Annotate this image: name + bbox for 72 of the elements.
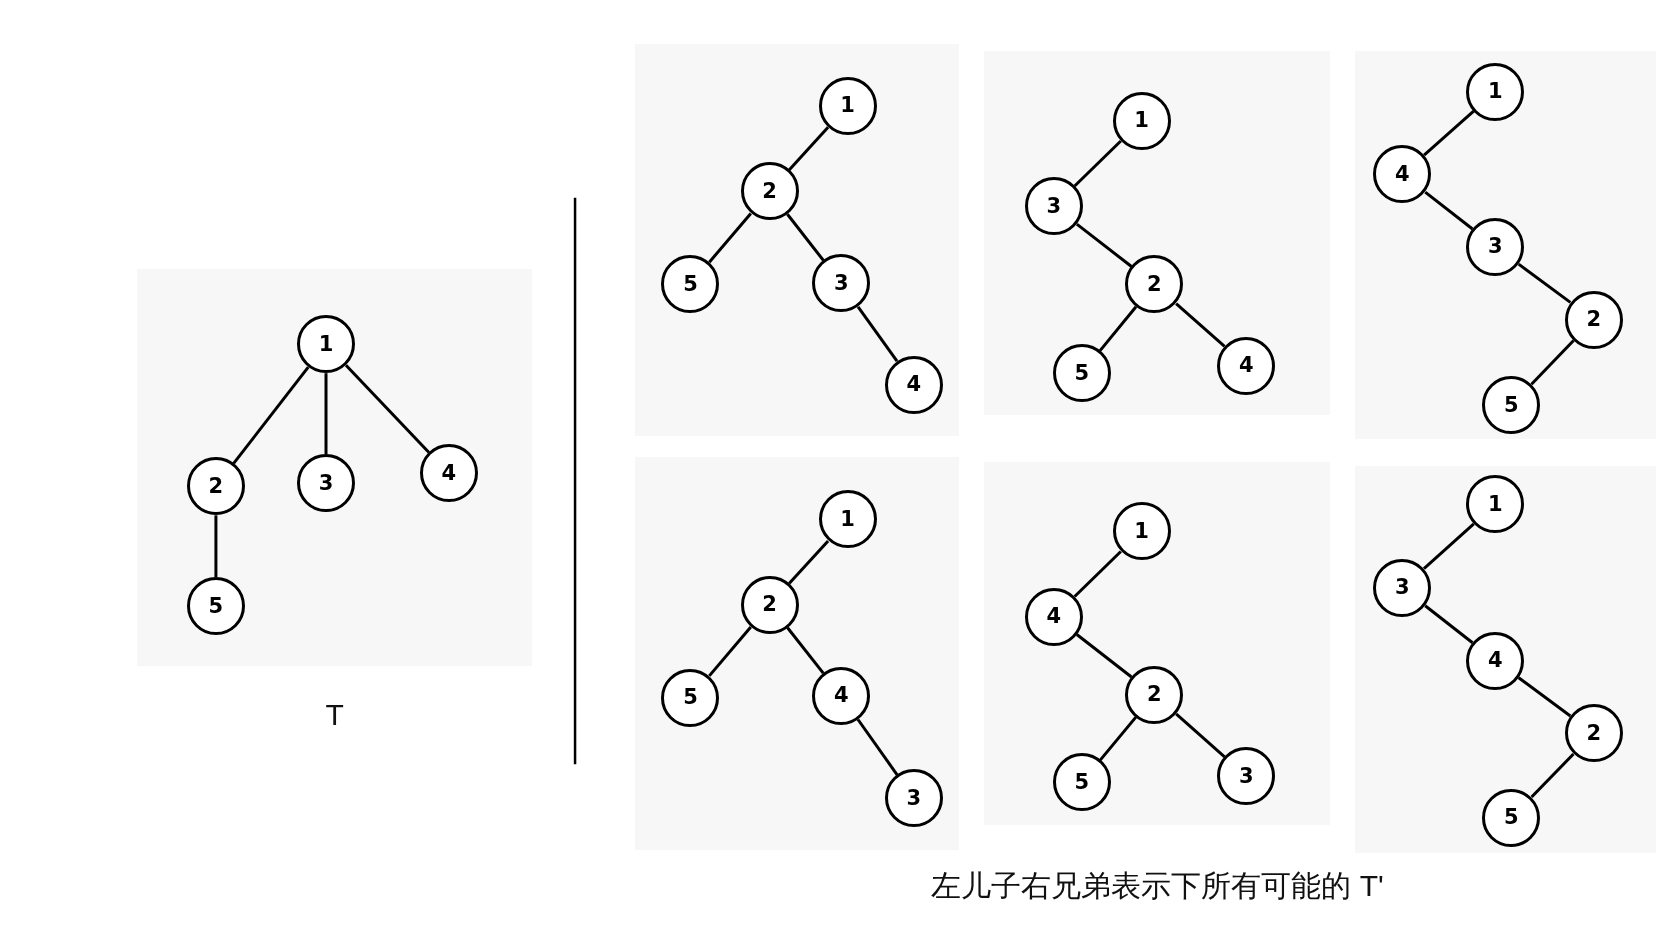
node-circle: 1 — [1112, 91, 1171, 150]
node-circle: 2 — [1125, 255, 1184, 314]
panel-caption: T — [325, 697, 344, 731]
edge-line — [856, 718, 899, 776]
node-circle: 1 — [818, 490, 877, 549]
edge-line — [708, 212, 752, 264]
caption: 左儿子右兄弟表示下所有可能的 T' — [931, 868, 1384, 902]
edge-line — [232, 366, 310, 465]
edge-line — [1075, 222, 1133, 268]
node-circle: 3 — [1373, 558, 1432, 617]
tree-panel — [634, 457, 959, 850]
node-circle: 1 — [1112, 502, 1171, 561]
edge-line — [708, 626, 752, 677]
node-circle: 4 — [884, 355, 943, 414]
node-circle: 5 — [661, 668, 720, 727]
tree-panel — [984, 51, 1330, 415]
node-circle: 3 — [812, 254, 871, 313]
node-circle: 5 — [1052, 344, 1111, 402]
tree-panel — [634, 43, 959, 437]
node-circle: 3 — [884, 769, 943, 828]
node-circle: 3 — [297, 454, 355, 513]
node-circle: 2 — [1125, 665, 1184, 724]
edge-line — [788, 539, 830, 585]
node-circle: 4 — [812, 666, 871, 725]
node-circle: 4 — [1217, 336, 1276, 395]
edge-line — [1517, 676, 1572, 718]
node-circle: 5 — [1482, 376, 1541, 435]
node-circle: 1 — [1466, 475, 1525, 534]
node-circle: 5 — [661, 255, 720, 314]
edge-line — [788, 126, 830, 171]
node-circle: 2 — [740, 162, 799, 221]
node-circle: 2 — [740, 575, 799, 634]
edge-line — [1175, 712, 1226, 758]
node-circle: 2 — [1564, 704, 1623, 763]
node-circle: 1 — [297, 315, 355, 374]
tree-panel — [1355, 51, 1656, 440]
edge-line — [1175, 302, 1226, 348]
tree-panel — [136, 269, 533, 666]
edge-line — [1073, 550, 1122, 598]
node-circle: 4 — [419, 444, 478, 503]
node-circle: 5 — [1052, 753, 1111, 812]
node-circle: 2 — [1564, 290, 1623, 349]
edge-line — [786, 213, 825, 262]
node-circle: 3 — [1466, 217, 1525, 276]
tree-panel — [984, 461, 1330, 826]
node-circle: 3 — [1217, 747, 1276, 805]
edge-line — [344, 364, 431, 454]
edge-line — [1423, 110, 1475, 157]
edge-line — [1530, 752, 1575, 798]
edge-line — [786, 626, 825, 674]
node-circle: 1 — [1466, 62, 1525, 121]
edge-line — [856, 305, 899, 363]
node-circle: 1 — [818, 76, 877, 135]
node-circle: 3 — [1024, 177, 1083, 236]
edge-line — [1517, 262, 1572, 304]
node-circle: 2 — [186, 457, 245, 516]
node-circle: 5 — [1482, 788, 1541, 847]
edge-line — [324, 373, 328, 455]
tree-panel — [1355, 466, 1656, 853]
edge-line — [1075, 633, 1133, 679]
edge-line — [1098, 305, 1138, 352]
edge-line — [1424, 604, 1474, 644]
node-circle: 5 — [186, 577, 245, 636]
node-circle: 4 — [1373, 145, 1432, 204]
edge-line — [214, 515, 218, 578]
node-circle: 4 — [1024, 587, 1083, 646]
edge-line — [1424, 190, 1474, 231]
edge-line — [1073, 139, 1122, 188]
edge-line — [1530, 339, 1575, 386]
edge-line — [1099, 716, 1138, 762]
node-circle: 4 — [1466, 631, 1525, 690]
edge-line — [1422, 522, 1475, 570]
